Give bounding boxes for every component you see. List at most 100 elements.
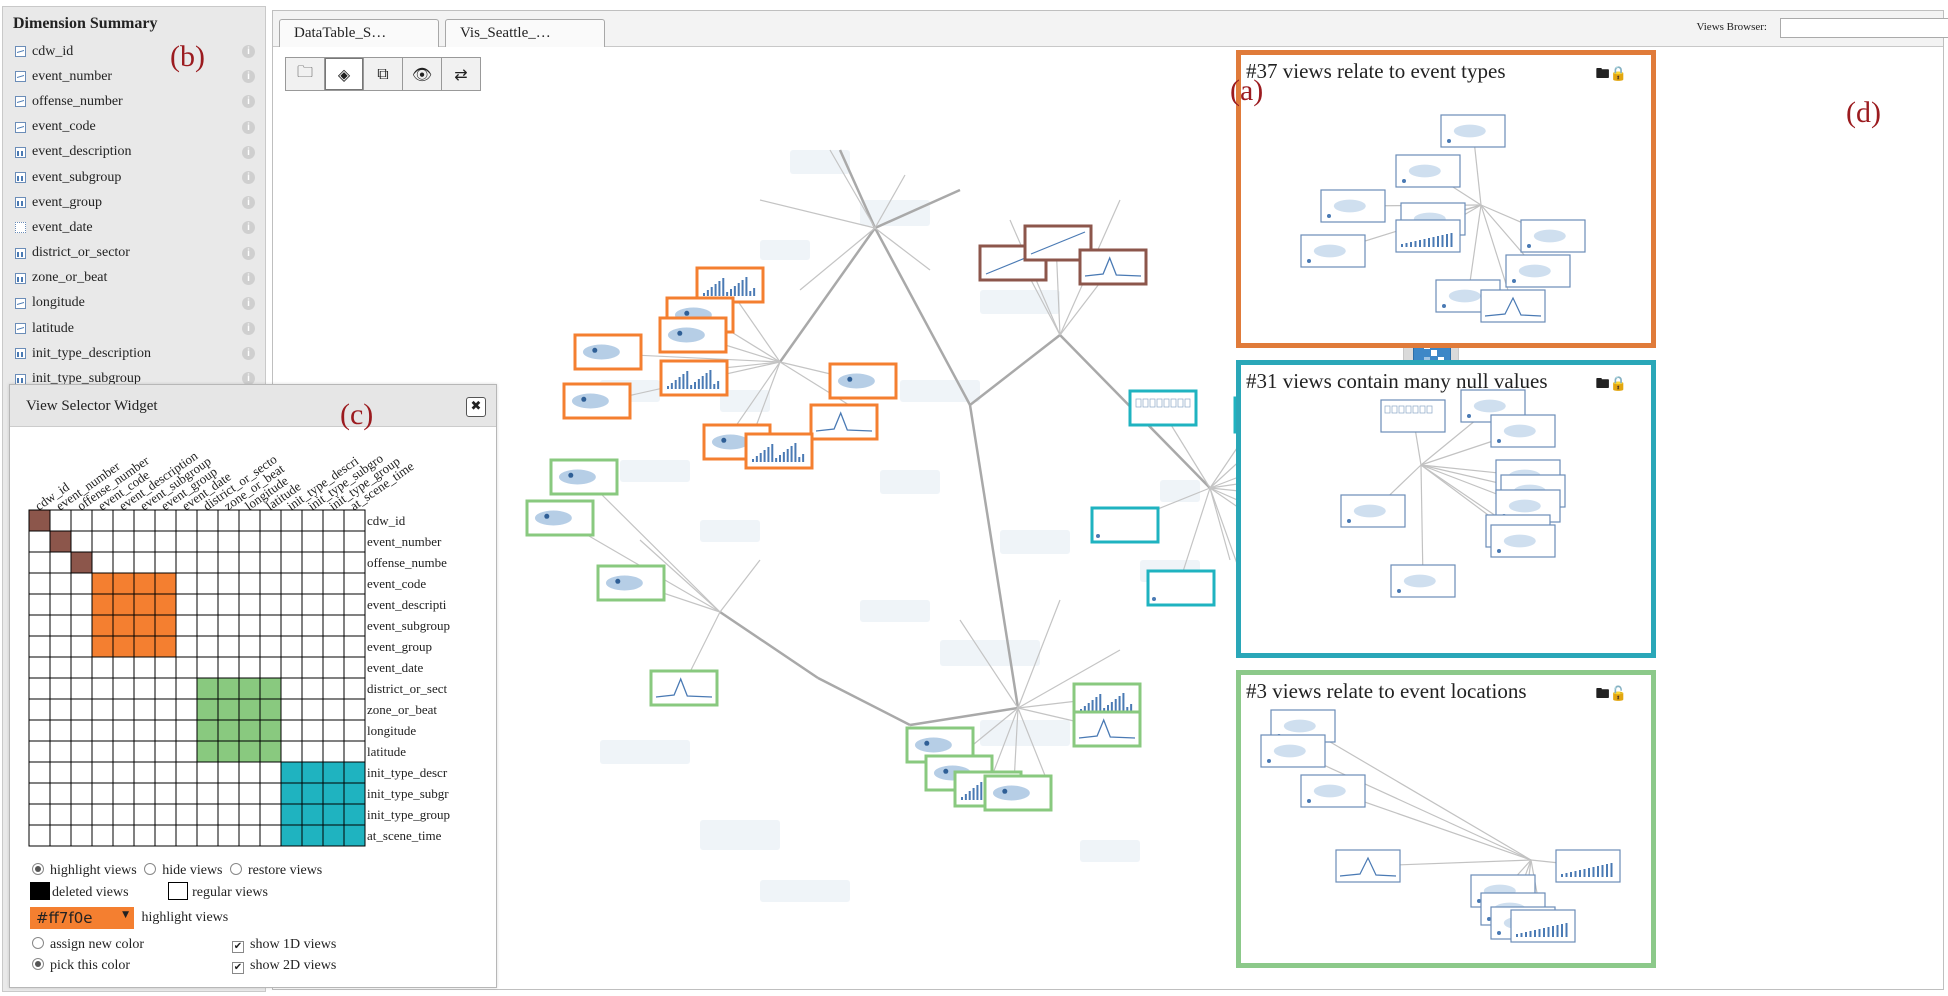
info-icon[interactable]: i — [242, 95, 255, 109]
matrix-cell[interactable] — [112, 803, 135, 826]
matrix-cell[interactable] — [343, 509, 366, 532]
matrix-cell[interactable] — [154, 677, 177, 700]
matrix-cell[interactable] — [196, 698, 219, 721]
matrix-cell[interactable] — [49, 782, 72, 805]
matrix-cell[interactable] — [175, 740, 198, 763]
matrix-cell[interactable] — [49, 719, 72, 742]
matrix-cell[interactable] — [70, 677, 93, 700]
info-icon[interactable]: i — [242, 70, 255, 84]
matrix-cell[interactable] — [280, 719, 303, 742]
matrix-cell[interactable] — [238, 803, 261, 826]
matrix-cell[interactable] — [343, 782, 366, 805]
matrix-cell[interactable] — [343, 803, 366, 826]
matrix-cell[interactable] — [91, 593, 114, 616]
matrix-cell[interactable] — [49, 635, 72, 658]
matrix-cell[interactable] — [280, 551, 303, 574]
matrix-cell[interactable] — [259, 677, 282, 700]
matrix-cell[interactable] — [343, 698, 366, 721]
matrix-cell[interactable] — [322, 635, 345, 658]
eye-button[interactable]: 👁 — [402, 57, 442, 91]
matrix-cell[interactable] — [322, 761, 345, 784]
matrix-cell[interactable] — [91, 530, 114, 553]
matrix-cell[interactable] — [28, 761, 51, 784]
matrix-cell[interactable] — [322, 593, 345, 616]
matrix-cell[interactable] — [70, 509, 93, 532]
matrix-cell[interactable] — [322, 740, 345, 763]
matrix-cell[interactable] — [196, 551, 219, 574]
close-button[interactable]: ✖ — [466, 397, 486, 417]
matrix-cell[interactable] — [133, 698, 156, 721]
matrix-cell[interactable] — [196, 782, 219, 805]
info-icon[interactable]: i — [242, 246, 255, 260]
matrix-cell[interactable] — [280, 635, 303, 658]
matrix-cell[interactable] — [301, 761, 324, 784]
matrix-cell[interactable] — [28, 698, 51, 721]
matrix-cell[interactable] — [301, 593, 324, 616]
matrix-cell[interactable] — [175, 824, 198, 847]
matrix-cell[interactable] — [133, 572, 156, 595]
restore-views-radio[interactable]: restore views — [230, 863, 322, 878]
matrix-cell[interactable] — [133, 761, 156, 784]
matrix-cell[interactable] — [217, 551, 240, 574]
matrix-cell[interactable] — [91, 635, 114, 658]
folder-icon[interactable]: 🖿 — [1595, 66, 1610, 82]
matrix-cell[interactable] — [28, 740, 51, 763]
tab-datatable[interactable]: DataTable_S… — [279, 19, 439, 47]
matrix-cell[interactable] — [343, 740, 366, 763]
info-icon[interactable]: i — [242, 170, 255, 184]
matrix-cell[interactable] — [70, 572, 93, 595]
matrix-cell[interactable] — [49, 698, 72, 721]
matrix-cell[interactable] — [196, 572, 219, 595]
matrix-cell[interactable] — [259, 782, 282, 805]
matrix-cell[interactable] — [196, 509, 219, 532]
matrix-cell[interactable] — [28, 803, 51, 826]
matrix-cell[interactable] — [154, 551, 177, 574]
matrix-cell[interactable] — [28, 635, 51, 658]
assign-new-color-radio[interactable]: assign new color — [32, 937, 144, 953]
matrix-cell[interactable] — [259, 656, 282, 679]
matrix-cell[interactable] — [217, 635, 240, 658]
matrix-cell[interactable] — [154, 614, 177, 637]
matrix-cell[interactable] — [196, 761, 219, 784]
matrix-cell[interactable] — [322, 803, 345, 826]
matrix-cell[interactable] — [196, 824, 219, 847]
matrix-cell[interactable] — [49, 572, 72, 595]
matrix-cell[interactable] — [259, 740, 282, 763]
matrix-cell[interactable] — [112, 572, 135, 595]
matrix-cell[interactable] — [133, 719, 156, 742]
matrix-cell[interactable] — [280, 698, 303, 721]
views-browser-input[interactable] — [1780, 18, 1948, 38]
info-icon[interactable]: i — [242, 296, 255, 310]
matrix-cell[interactable] — [70, 740, 93, 763]
matrix-cell[interactable] — [154, 761, 177, 784]
matrix-cell[interactable] — [301, 719, 324, 742]
matrix-cell[interactable] — [238, 551, 261, 574]
folder-icon[interactable]: 🖿 — [1595, 376, 1610, 392]
info-icon[interactable]: i — [242, 221, 255, 235]
matrix-cell[interactable] — [175, 593, 198, 616]
matrix-cell[interactable] — [133, 530, 156, 553]
matrix-cell[interactable] — [112, 782, 135, 805]
matrix-cell[interactable] — [175, 572, 198, 595]
info-icon[interactable]: i — [242, 347, 255, 361]
matrix-cell[interactable] — [28, 656, 51, 679]
matrix-cell[interactable] — [175, 719, 198, 742]
matrix-cell[interactable] — [238, 698, 261, 721]
layers-button[interactable]: ◈ — [324, 57, 364, 91]
matrix-cell[interactable] — [280, 677, 303, 700]
color-select[interactable]: #ff7f0e▼ — [30, 907, 134, 929]
matrix-cell[interactable] — [112, 635, 135, 658]
matrix-cell[interactable] — [133, 740, 156, 763]
matrix-cell[interactable] — [154, 530, 177, 553]
info-icon[interactable]: i — [242, 372, 255, 386]
matrix-cell[interactable] — [217, 614, 240, 637]
matrix-cell[interactable] — [133, 551, 156, 574]
matrix-cell[interactable] — [196, 593, 219, 616]
matrix-cell[interactable] — [70, 761, 93, 784]
matrix-cell[interactable] — [343, 593, 366, 616]
matrix-cell[interactable] — [154, 509, 177, 532]
